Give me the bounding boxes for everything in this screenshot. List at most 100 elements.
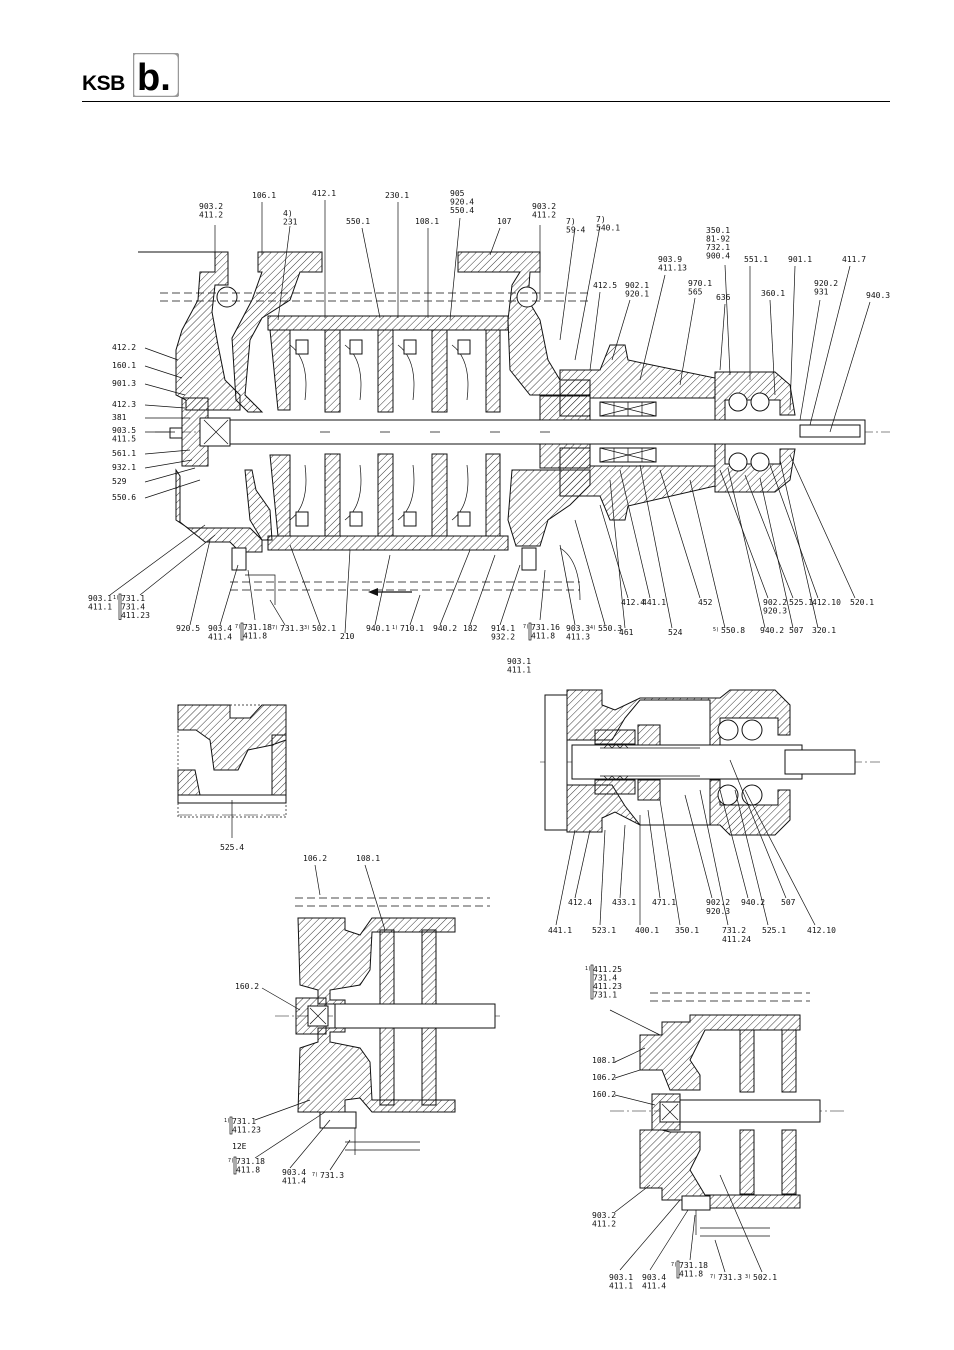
main-label: 940.2	[760, 626, 784, 635]
main-label: 350.1	[706, 226, 730, 235]
main-label: 903.5	[112, 426, 136, 435]
main-label: 182	[463, 624, 478, 633]
stage-casings-lower	[267, 453, 509, 551]
seal-callout: 411.24	[722, 935, 751, 944]
main-callout: 525.1	[744, 474, 813, 607]
seal-label: 441.1	[548, 926, 572, 935]
main-label: 901.3	[112, 379, 136, 388]
main-label: 411.3	[566, 633, 590, 642]
discharge-note: 1)	[585, 966, 591, 972]
discharge-label: 106.2	[592, 1073, 616, 1082]
seal-callout: 412.10	[744, 789, 836, 935]
main-callout: 7)59-4	[559, 217, 585, 341]
main-callout: 1)710.1	[392, 594, 424, 633]
main-leader	[139, 534, 216, 596]
stage-casings-upper	[267, 315, 509, 413]
main-label: 551.1	[744, 255, 768, 264]
suction-callout: 106.2	[303, 854, 327, 896]
main-leader	[489, 227, 501, 256]
main-label: 320.1	[812, 626, 836, 635]
main-label: 914.1	[491, 624, 515, 633]
main-label: 7)	[596, 215, 606, 224]
main-callout: 412.4	[599, 504, 645, 607]
main-leader	[779, 459, 819, 629]
main-callout: 7)731.3	[269, 599, 304, 633]
seal-callout: 507	[729, 759, 796, 907]
discharge-leader	[689, 1214, 696, 1261]
main-callout: 412.10	[769, 464, 841, 607]
main-leader	[344, 549, 351, 634]
main-label: 411.7	[842, 255, 866, 264]
discharge-label: 108.1	[592, 1056, 616, 1065]
main-callout: 7)540.1	[574, 215, 620, 361]
main-label: 900.4	[706, 252, 730, 261]
seal-label: 902.2	[706, 898, 730, 907]
main-callout: 461	[609, 479, 634, 637]
seal-callout: 400.1	[635, 815, 659, 935]
main-label: 411.2	[199, 211, 223, 220]
suction-callout: 7)731.3	[312, 1139, 351, 1180]
main-label: 411.8	[243, 632, 267, 641]
main-leader	[769, 299, 776, 396]
main-label: 7)	[566, 217, 576, 226]
seal-leader	[744, 789, 816, 926]
suction-leader	[314, 864, 321, 896]
main-label: 932.2	[491, 633, 515, 642]
seal-label: 940.2	[741, 898, 765, 907]
main-label: 561.1	[112, 449, 136, 458]
main-label: 360.1	[761, 289, 785, 298]
seal-variant-section	[540, 689, 880, 836]
main-callout: 561.1	[112, 449, 191, 458]
main-note: 1)	[113, 595, 119, 601]
main-leader	[619, 469, 651, 599]
main-note: 7)	[272, 625, 278, 631]
main-label: 710.1	[400, 624, 424, 633]
main-leader	[219, 564, 239, 626]
suction-callout: 160.2	[235, 982, 301, 1011]
main-label: 412.4	[621, 598, 645, 607]
suction-leader	[364, 864, 386, 931]
discharge-bracket	[590, 964, 594, 1000]
main-label: 902.2	[763, 598, 787, 607]
main-label: 902.1	[625, 281, 649, 290]
main-leader	[659, 469, 701, 599]
discharge-label: 903.4	[642, 1273, 666, 1282]
main-leader	[724, 264, 731, 376]
main-label: 411.4	[208, 633, 232, 642]
discharge-leader	[719, 1174, 763, 1273]
main-label: 411.23	[121, 611, 150, 620]
main-leader	[719, 469, 769, 599]
ksb-logo-mark: b.	[137, 57, 171, 97]
seal-label: 471.1	[652, 898, 676, 907]
seal-callouts: 441.1412.4523.1433.1400.1471.1350.1902.2…	[548, 759, 836, 944]
main-leader	[289, 544, 321, 626]
main-label: 903.3	[566, 624, 590, 633]
main-label: 411.5	[112, 435, 136, 444]
main-label: 732.1	[706, 243, 730, 252]
main-label: 4)	[283, 209, 293, 218]
discharge-label: 903.1	[609, 1273, 633, 1282]
main-label: 550.6	[112, 493, 136, 502]
main-callout: 412.1	[312, 189, 336, 318]
main-leader	[639, 274, 666, 381]
main-callout: 360.1	[761, 289, 785, 396]
main-note: 5)	[713, 627, 719, 633]
main-leader	[247, 569, 256, 621]
main-callout: 412.2	[112, 343, 179, 361]
suction-label: 411.4	[282, 1177, 306, 1186]
suction-label: 12E	[232, 1142, 247, 1151]
main-label: 901.1	[788, 255, 812, 264]
seal-leader	[719, 789, 749, 899]
main-label: 502.1	[312, 624, 336, 633]
suction-label: 731.1	[232, 1117, 256, 1126]
